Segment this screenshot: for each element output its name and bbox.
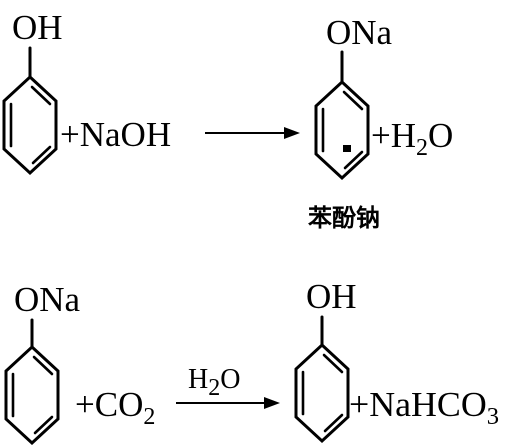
benzene-ring	[2, 74, 58, 176]
ring-double-bond	[30, 85, 52, 106]
phenoxide-group-label: ONa	[326, 13, 393, 52]
ring-double-bond	[32, 355, 54, 376]
ring-double-bond	[31, 145, 52, 165]
phenoxide-group-label: ONa	[14, 280, 81, 319]
sodium-phenoxide-reactant: ONa	[4, 280, 81, 445]
hydroxyl-group-label: OH	[12, 8, 63, 47]
phenol-reactant: OH	[2, 8, 63, 176]
product-name-label: 苯酚钠	[307, 204, 380, 232]
sodium-phenoxide-product: ONa	[314, 13, 393, 181]
hydroxyl-group-label: OH	[306, 277, 357, 316]
benzene-ring	[294, 342, 350, 444]
ring-double-bond	[322, 353, 344, 374]
benzene-ring	[314, 79, 370, 181]
reaction-1: OH +NaOH ONa +H2O 苯酚钠	[2, 8, 453, 232]
reaction-arrow	[176, 397, 280, 409]
ring-dot	[343, 145, 351, 152]
ring-double-bond	[323, 413, 344, 433]
reaction-arrow	[205, 127, 300, 139]
ring-double-bond	[33, 415, 54, 435]
carbon-dioxide-label: +CO2	[75, 385, 155, 430]
water-label: +H2O	[371, 116, 453, 161]
benzene-ring	[4, 344, 60, 445]
phenol-product: OH	[294, 277, 357, 444]
ring-double-bond	[343, 150, 364, 170]
sodium-hydroxide-label: +NaOH	[60, 115, 171, 154]
ring-double-bond	[342, 90, 364, 111]
water-condition-label: H2O	[188, 364, 240, 401]
